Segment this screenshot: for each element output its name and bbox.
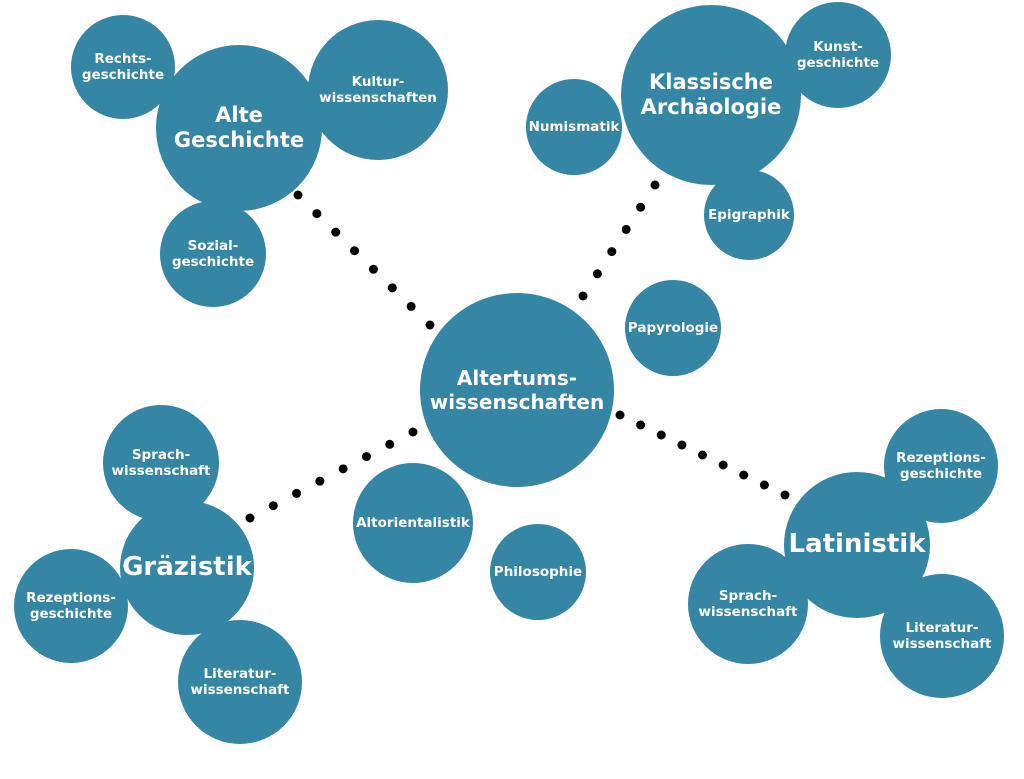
connector-dot — [312, 209, 322, 219]
connector-dot — [607, 247, 617, 257]
connector-dot — [350, 246, 360, 256]
connector-dot — [425, 320, 435, 330]
connector-dot — [621, 224, 631, 234]
connector-dot — [368, 264, 378, 274]
label: Sozial- geschichte — [171, 237, 255, 270]
connector-dot — [578, 291, 588, 301]
label: Rezeptions- geschichte — [896, 449, 986, 482]
connector-dot — [677, 440, 687, 450]
bubble-alte-geschichte: Alte Geschichte — [156, 45, 322, 211]
connector-dot — [656, 430, 666, 440]
bubble-philosophie: Philosophie — [490, 524, 586, 620]
connector-dot — [406, 301, 416, 311]
connector-dot — [408, 427, 418, 437]
label: Sprach- wissenschaft — [698, 587, 798, 620]
bubble-altertumswissenschaften: Altertums- wissenschaften — [420, 293, 614, 487]
bubble-sozialgeschichte: Sozial- geschichte — [160, 201, 266, 307]
bubble-kunstgeschichte: Kunst- geschichte — [785, 2, 891, 108]
label: Klassische Archäologie — [640, 69, 782, 119]
connector-dot — [592, 269, 602, 279]
connector-dot — [387, 283, 397, 293]
connector-dot — [636, 202, 646, 212]
bubble-klassische-archaeologie: Klassische Archäologie — [621, 5, 801, 185]
bubble-literaturwissenschaft-graezistik: Literatur- wissenschaft — [178, 620, 302, 744]
label: Gräzistik — [122, 552, 252, 583]
connector-dot — [718, 460, 728, 470]
connector-dot — [385, 439, 395, 449]
label: Altertums- wissenschaften — [429, 366, 605, 414]
connector-dot — [331, 227, 341, 237]
label: Papyrologie — [627, 319, 719, 336]
label: Altorientalistik — [356, 514, 470, 531]
connector-dot — [636, 420, 646, 430]
label: Philosophie — [493, 563, 583, 580]
label: Numismatik — [528, 118, 620, 135]
connector-dot — [698, 450, 707, 460]
connector-dot — [245, 513, 255, 523]
label: Alte Geschichte — [173, 102, 305, 152]
connector-dot — [759, 480, 769, 490]
label: Epigraphik — [708, 206, 790, 223]
connector-dot — [293, 190, 303, 200]
connector-dot — [650, 180, 660, 190]
label: Literatur- wissenschaft — [190, 665, 290, 698]
label: Rechts- geschichte — [81, 50, 165, 83]
bubble-papyrologie: Papyrologie — [625, 280, 721, 376]
bubble-literaturwissenschaft-latinistik: Literatur- wissenschaft — [880, 574, 1004, 698]
bubble-rezeptionsgeschichte-graezistik: Rezeptions- geschichte — [14, 549, 128, 663]
connector-dot — [739, 470, 749, 480]
bubble-epigraphik: Epigraphik — [704, 170, 794, 260]
label: Kultur- wissenschaften — [319, 73, 437, 106]
connector-dot — [315, 476, 325, 486]
connector-dot — [780, 490, 790, 500]
bubble-graezistik: Gräzistik — [120, 501, 254, 635]
connector-dot — [268, 501, 278, 511]
bubble-rechtsgeschichte: Rechts- geschichte — [71, 15, 175, 119]
bubble-kulturwissenschaften: Kultur- wissenschaften — [308, 20, 448, 160]
bubble-numismatik: Numismatik — [526, 79, 622, 175]
connector-dot — [615, 410, 625, 420]
connector-dot — [338, 464, 348, 474]
label: Kunst- geschichte — [796, 38, 880, 71]
label: Rezeptions- geschichte — [26, 589, 116, 622]
label: Sprach- wissenschaft — [111, 446, 211, 479]
label: Literatur- wissenschaft — [892, 619, 992, 652]
bubble-latinistik: Latinistik — [784, 472, 930, 618]
bubble-sprachwissenschaft-latinistik: Sprach- wissenschaft — [688, 544, 808, 664]
connector-dot — [292, 488, 302, 498]
label: Latinistik — [788, 529, 926, 560]
bubble-altorientalistik: Altorientalistik — [353, 463, 473, 583]
connector-dot — [361, 452, 371, 462]
